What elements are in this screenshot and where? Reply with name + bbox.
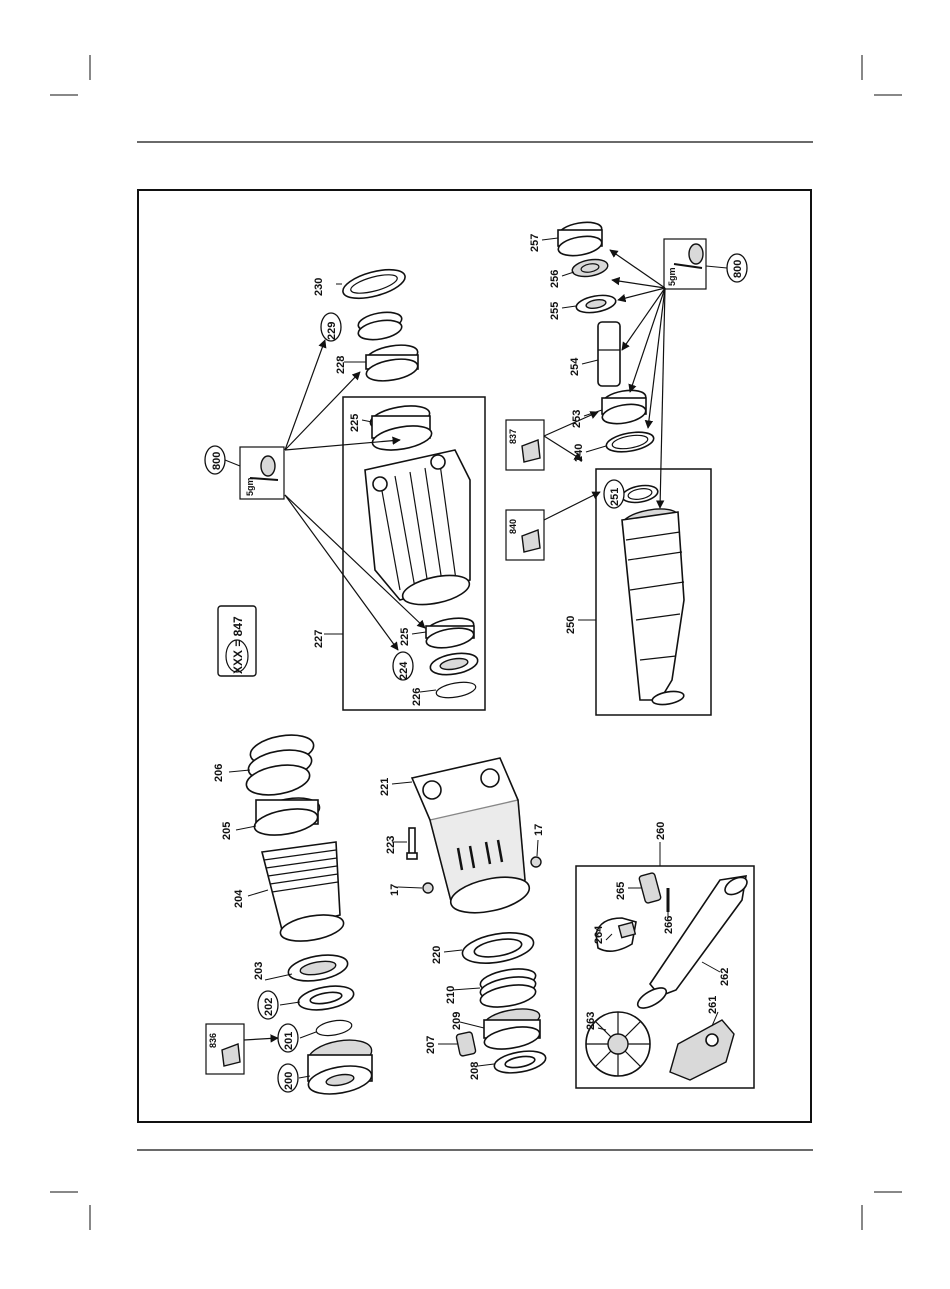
label-262: 262 bbox=[719, 968, 731, 986]
part-17-screw-a bbox=[423, 883, 433, 893]
label-254: 254 bbox=[569, 357, 581, 376]
part-255-washer bbox=[575, 293, 617, 316]
label-263: 263 bbox=[585, 1012, 597, 1030]
part-209-gear bbox=[483, 1005, 542, 1052]
label-227: 227 bbox=[313, 630, 325, 648]
part-210-spring bbox=[479, 965, 538, 1010]
grease-kit-800-right: 5gm 800 bbox=[664, 239, 747, 289]
part-230-bearing bbox=[340, 264, 408, 304]
label-204: 204 bbox=[233, 889, 245, 908]
grease-label-left: 5gm bbox=[245, 477, 255, 496]
part-226-clip bbox=[435, 680, 477, 701]
part-229-ring bbox=[357, 309, 403, 342]
label-265: 265 bbox=[615, 882, 627, 900]
label-205: 205 bbox=[221, 822, 233, 840]
label-256: 256 bbox=[549, 270, 561, 288]
part-203-seal bbox=[286, 951, 349, 985]
label-260: 260 bbox=[655, 822, 667, 840]
label-210: 210 bbox=[445, 986, 457, 1004]
grease-label-right: 5gm bbox=[667, 267, 677, 286]
grease-kit-800-left: 800 5gm bbox=[205, 446, 284, 499]
label-228: 228 bbox=[335, 356, 347, 374]
crop-marks bbox=[50, 55, 902, 1230]
label-202: 202 bbox=[263, 998, 275, 1016]
part-221-housing bbox=[412, 758, 532, 919]
tool-kit-837: 837 bbox=[506, 420, 544, 470]
kit-800-left-label: 800 bbox=[211, 452, 223, 470]
part-202-washer bbox=[297, 982, 356, 1013]
label-203: 203 bbox=[253, 962, 265, 980]
part-240-oring bbox=[605, 429, 655, 455]
label-255: 255 bbox=[549, 302, 561, 320]
label-251: 251 bbox=[609, 488, 621, 506]
part-250-shaft bbox=[621, 505, 685, 706]
kit-840-label: 840 bbox=[508, 519, 518, 534]
part-200-housing bbox=[306, 1036, 374, 1099]
label-17-b: 17 bbox=[533, 824, 545, 836]
part-256-cage bbox=[571, 257, 609, 279]
label-201: 201 bbox=[283, 1032, 295, 1050]
label-257: 257 bbox=[529, 234, 541, 252]
label-226: 226 bbox=[411, 688, 423, 706]
legend-box: XXX = 847 bbox=[218, 606, 256, 676]
label-206: 206 bbox=[213, 764, 225, 782]
tool-kit-840: 840 bbox=[506, 510, 544, 560]
label-224: 224 bbox=[398, 661, 410, 680]
part-261-bracket bbox=[670, 1020, 734, 1080]
kit-800-right-label: 800 bbox=[732, 260, 744, 278]
label-250: 250 bbox=[565, 616, 577, 634]
kit-836-label: 836 bbox=[208, 1033, 218, 1048]
label-17-a: 17 bbox=[389, 884, 401, 896]
label-207: 207 bbox=[425, 1036, 437, 1054]
part-204-sleeve bbox=[262, 842, 346, 945]
kit-837-label: 837 bbox=[508, 429, 518, 444]
part-17-screw-b bbox=[531, 857, 541, 867]
part-253-bushing bbox=[601, 387, 647, 426]
label-253: 253 bbox=[571, 410, 583, 428]
label-266: 266 bbox=[663, 916, 675, 934]
part-205-nut bbox=[252, 794, 321, 840]
part-225-sleeve-top bbox=[369, 402, 434, 454]
label-264: 264 bbox=[593, 925, 605, 944]
label-223: 223 bbox=[385, 836, 397, 854]
part-251-oring bbox=[621, 483, 659, 505]
part-220-oring bbox=[460, 928, 536, 968]
label-229: 229 bbox=[326, 322, 338, 340]
part-206-rings bbox=[244, 731, 316, 800]
part-223-screw bbox=[407, 828, 417, 859]
label-200: 200 bbox=[283, 1072, 295, 1090]
part-265-spring bbox=[639, 872, 662, 903]
part-225-ring-bottom bbox=[425, 615, 475, 651]
legend-text: XXX = 847 bbox=[231, 616, 245, 674]
part-224-seal bbox=[429, 650, 480, 678]
part-207-block bbox=[456, 1032, 476, 1057]
part-201-clip bbox=[315, 1018, 353, 1038]
label-240: 240 bbox=[573, 444, 585, 462]
tool-kit-836: 836 bbox=[206, 1024, 244, 1074]
part-208-ring bbox=[493, 1048, 548, 1077]
label-225-top: 225 bbox=[349, 414, 361, 432]
label-225-bottom: 225 bbox=[399, 628, 411, 646]
part-228-ring bbox=[365, 342, 420, 385]
label-220: 220 bbox=[431, 946, 443, 964]
label-208: 208 bbox=[469, 1062, 481, 1080]
label-230: 230 bbox=[313, 278, 325, 296]
label-209: 209 bbox=[451, 1012, 463, 1030]
part-257-cap bbox=[557, 219, 603, 258]
label-221: 221 bbox=[379, 778, 391, 796]
label-261: 261 bbox=[707, 996, 719, 1014]
part-254-pin bbox=[598, 322, 620, 386]
